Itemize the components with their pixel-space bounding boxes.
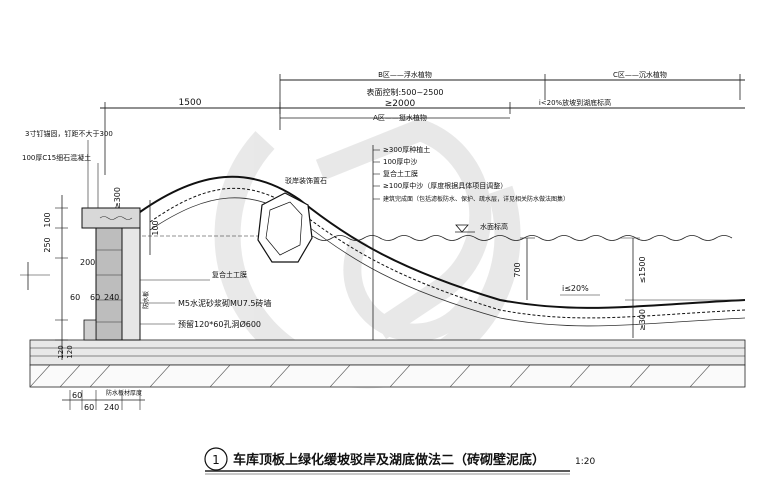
dim-h100: 100 [43,212,52,227]
dim-b60b: 60 [90,293,100,302]
dim-bot60b: 60 [84,403,94,412]
water-level-label: 水面标高 [480,222,508,231]
drawing-title [204,447,570,475]
dim-2000: ≥2000 [385,99,416,109]
layer-3: 复合土工膜 [383,169,418,178]
title-number: 1 [212,453,220,467]
layer-2: 100厚中沙 [383,157,417,166]
b-zone-label: B区——浮水植物 [378,70,432,79]
decorative-rock [257,192,313,263]
dim-700: 700 [513,262,522,277]
slope-lower-label: i≤20% [562,284,589,293]
left-dimensions [20,195,151,410]
slope-note: i<20%放坡到湖底标高 [539,98,611,107]
dim-bot60: 60 [72,391,82,400]
right-dimensions [520,237,745,338]
layer-5: 建筑完成面（包括滤板防水、保护、疏水层，详见相关防水做法图集） [383,195,569,203]
dim-b60: 60 [70,293,80,302]
pipe-label: 预留120*60孔洞Ø600 [178,319,261,329]
dim-bot240: 240 [104,403,119,412]
layer-1: ≥300厚种植土 [383,145,430,154]
a-zone-label: A区——挺水植物 [373,113,427,122]
base-slab [29,339,746,388]
c-zone-label: C区——沉水植物 [613,70,667,79]
dim-1500: 1500 [179,98,202,108]
dim-h250: 250 [43,237,52,252]
layer-ticks [373,149,380,200]
title-text: 车库顶板上绿化缓坡驳岸及湖底做法二（砖砌壁泥底） [233,452,545,468]
elev-range-label: 表面控制:500~2500 [366,87,443,97]
layer-4: ≥100厚中沙（厚度根据具体项目调整） [383,181,507,190]
waterproof-top-label: 防水板 [142,291,150,309]
dim-300-vertical: ≥300 [638,309,647,331]
brick-wall [81,207,141,341]
dim-b240: 240 [104,293,119,302]
dim-top-300: ≥300 [113,187,122,209]
note-nails: 3寸钉锚固，钉距不大于300 [25,129,113,138]
note-concrete: 100厚C15细石混凝土 [22,153,91,162]
dim-b120a: 120 [57,345,65,358]
title-scale: 1:20 [575,457,595,467]
dim-1500-vertical: ≤1500 [638,256,647,283]
rock-label: 驳岸装饰置石 [285,176,327,185]
slope-profile [139,175,746,327]
dim-b120b: 120 [66,345,74,358]
mortar-label: M5水泥砂浆砌MU7.5砖墙 [178,298,271,308]
top-dimensions [100,74,745,175]
water-level-marker [455,224,475,233]
dim-v100: 100 [151,220,160,235]
dim-w200: 200 [80,258,95,267]
geo-membrane-label: 复合土工膜 [212,270,247,279]
waterproof-bottom-label: 防水板材厚度 [106,389,142,397]
water-surface [299,235,733,241]
